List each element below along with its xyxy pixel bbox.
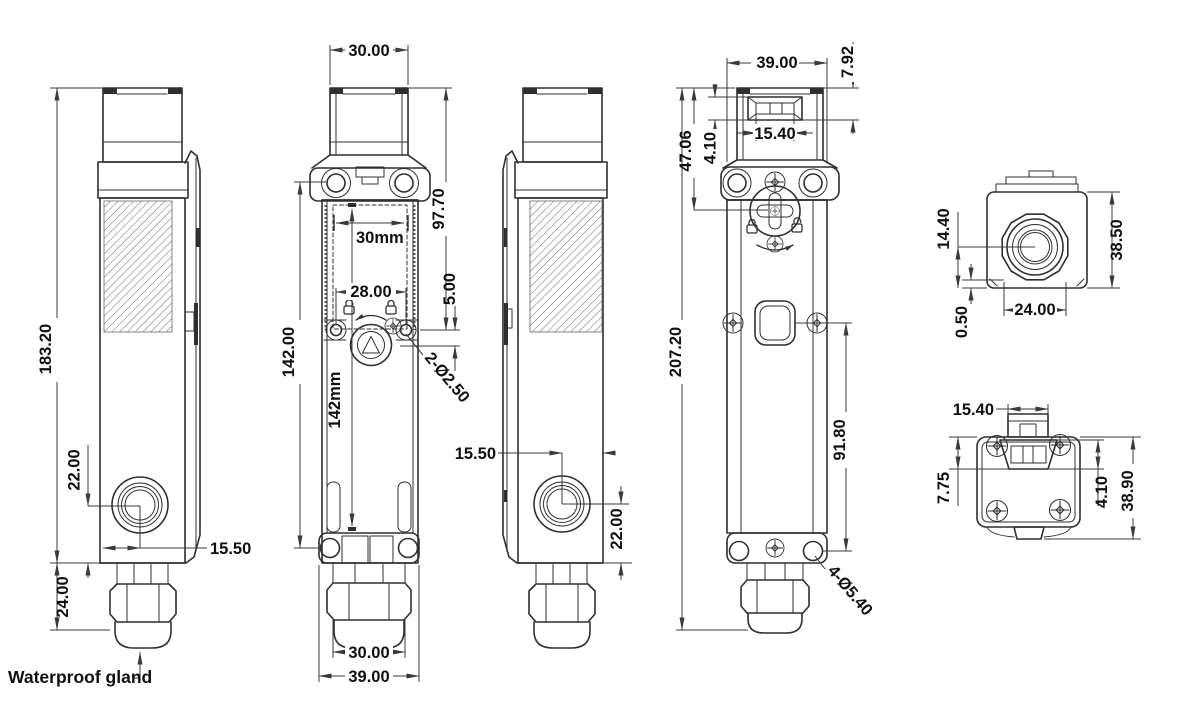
screw-icon [384,317,402,335]
dim-body-depth: 38.90 [1119,470,1137,511]
actuator-slot [999,439,1058,470]
dim-nut-width: 24.00 [1014,301,1055,319]
dim-body-width: 39.00 [348,668,389,686]
dim-tab-hole-diameter: 2-Ø2.50 [421,349,473,406]
screw-icon [722,312,744,334]
head-notch [395,88,408,94]
dim-slot-offset-right: 4.10 [1093,476,1111,508]
dim-slot-width: 15.40 [754,125,795,143]
dim-mount-hole-spacing: 142.00 [280,327,298,377]
head-notch [810,88,823,94]
view-bottom: 14.40 38.50 0.50 24.00 [935,170,1126,338]
screw-icon [985,434,1009,458]
reset-button [349,323,393,367]
note-mount-hole-spacing: 142mm [326,372,344,429]
dim-overall-height: 207.20 [667,327,685,377]
triangle-icon [362,336,380,354]
mounting-hole [727,173,747,193]
tab-hole [329,323,343,337]
actuator-slot [747,96,803,121]
dim-button-offset-v: 22.00 [608,508,626,549]
screw-icon [1048,498,1072,522]
dim-window-to-mount-hole: 91.80 [831,419,849,460]
hole-spacing-annotation [333,203,409,531]
label-area-outline [332,204,408,330]
dim-button-offset-v: 22.00 [66,449,84,490]
head-notch [330,88,343,94]
dim-tab-hole-spacing: 28.00 [350,283,391,301]
mounting-hole [728,540,750,562]
rotate-arrow-icon [355,314,387,321]
dim-overall-height: 183.20 [37,324,55,374]
screw-icon [765,538,785,558]
dim-mount-hole-diameter: 4-Ø5.40 [824,562,876,619]
dim-head-width: 30.00 [348,42,389,60]
view-back: 39.00 7.92 15.40 4.10 47.06 207.20 91.80… [667,42,876,634]
mounting-hole [326,173,346,193]
dim-slot-height: 7.92 [839,46,857,78]
unlock-icon [791,217,803,233]
dim-tab-to-button: 5.00 [441,273,459,305]
screw-icon [985,499,1009,523]
mounting-hole [802,540,824,562]
label-area-hatch [529,200,603,333]
label-area-hatch [103,200,173,333]
head-notch [523,88,537,94]
waterproof-gland [326,562,412,649]
view-side-right: 15.50 22.00 [455,87,632,649]
dim-body-depth: 38.50 [1108,219,1126,260]
dim-edge-gap: 0.50 [953,306,971,338]
dim-head-to-tab-holes: 97.70 [430,188,448,229]
mounting-hole [803,173,823,193]
indicator-window [754,300,796,346]
dim-slot-offset-left: 7.75 [935,472,953,504]
waterproof-gland [517,562,604,649]
head-notch [103,88,117,94]
mounting-hole [319,537,341,559]
view-front: 30.00 97.70 30mm 28.00 5.00 142.00 142mm… [280,41,473,686]
lock-icon [385,299,397,315]
dim-head-to-release: 47.06 [677,130,695,171]
view-side-left: 183.20 22.00 15.50 24.00 Waterproof glan… [8,87,251,687]
mounting-hole [394,173,414,193]
rotate-arrow-icon [756,244,794,251]
dim-gland-width: 30.00 [348,644,389,662]
screw-icon [764,171,786,193]
tab-hole [399,323,413,337]
screw-icon [1048,433,1072,457]
waterproof-gland [740,562,810,634]
dim-slot-offset: 4.10 [702,132,720,164]
head-notch [588,88,602,94]
note-slot-width: 30mm [356,229,404,247]
dim-button-offset-h: 15.50 [210,540,251,558]
head-notch [737,88,750,94]
view-top: 15.40 7.75 4.10 38.90 [935,401,1141,540]
dim-gland-length: 24.00 [54,576,72,617]
head-notch [168,88,182,94]
dim-center-to-edge: 14.40 [935,208,953,249]
dim-slot-width: 15.40 [953,401,994,419]
waterproof-gland [99,562,186,649]
dim-body-width: 39.00 [756,54,797,72]
mounting-hole [397,537,419,559]
waterproof-gland-callout: Waterproof gland [8,667,152,687]
dim-button-offset-h: 15.50 [455,445,496,463]
